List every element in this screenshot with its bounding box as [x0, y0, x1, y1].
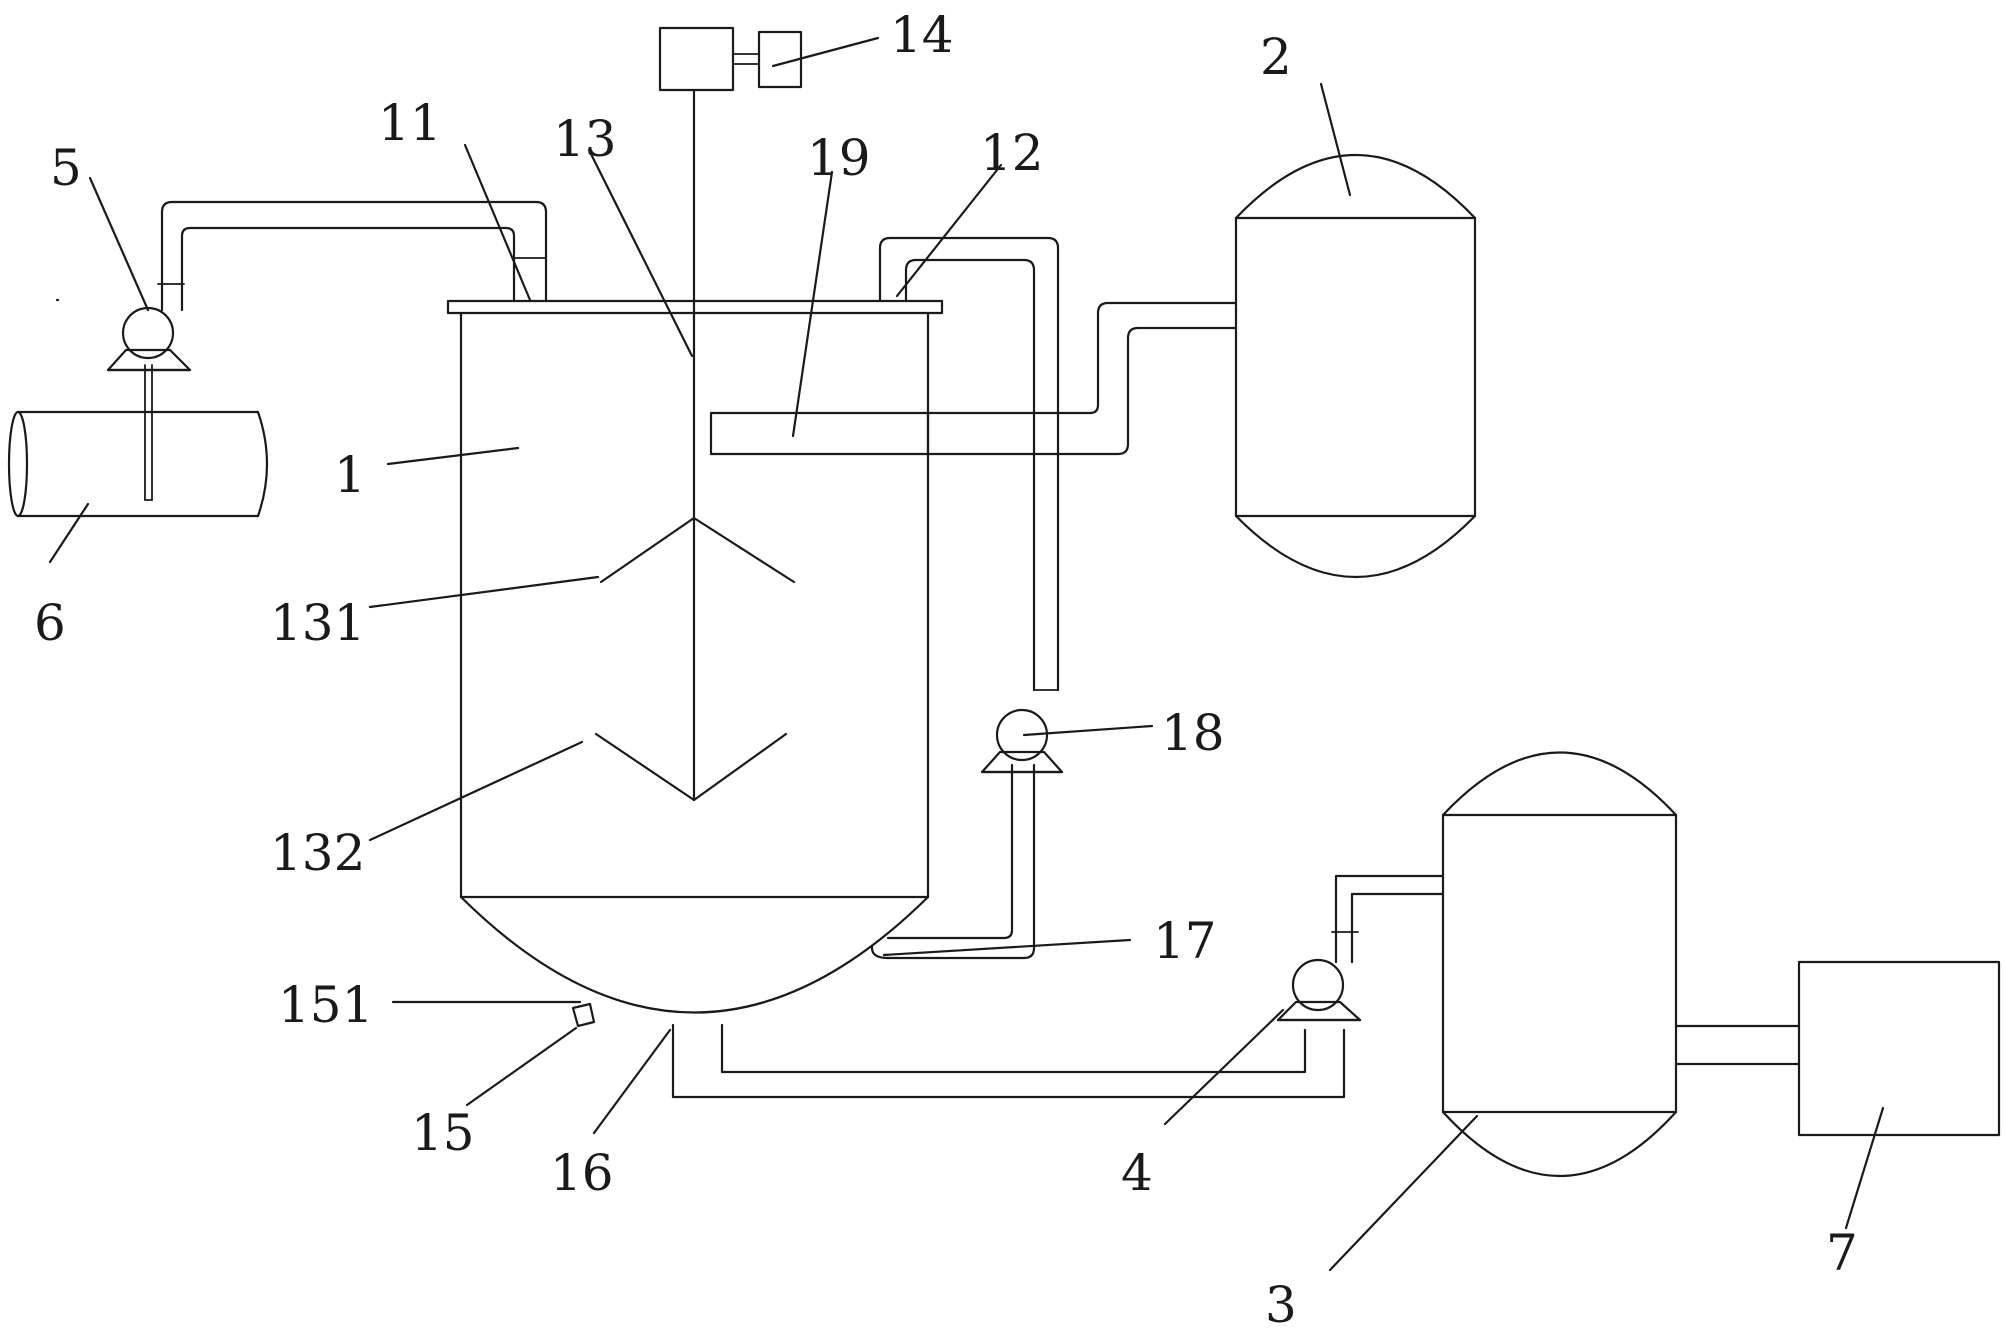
- label-5: 5: [50, 139, 82, 197]
- storage-tank-3: [1441, 751, 1678, 1178]
- label-6: 6: [34, 594, 66, 652]
- label-15: 15: [411, 1104, 475, 1162]
- label-14: 14: [890, 6, 954, 64]
- label-2: 2: [1260, 28, 1292, 86]
- sampling-valve: [571, 1002, 596, 1028]
- pipe-to-tank-2: [926, 301, 1238, 456]
- storage-tank-2: [1234, 153, 1477, 579]
- tank-bottom-head: [459, 895, 930, 1014]
- feed-pipe-6: [7, 364, 269, 518]
- label-4: 4: [1121, 1144, 1153, 1202]
- label-132: 132: [270, 824, 365, 882]
- label-19: 19: [807, 129, 871, 187]
- label-3: 3: [1265, 1276, 1297, 1334]
- lower-paddle: [594, 732, 788, 802]
- pipe-to-tank-3: [1334, 874, 1445, 964]
- label-18: 18: [1161, 704, 1225, 762]
- discharge-pipe-16: [671, 1023, 1346, 1099]
- label-11: 11: [378, 94, 442, 152]
- label-17: 17: [1153, 912, 1217, 970]
- label-7: 7: [1826, 1224, 1858, 1282]
- upper-paddle: [599, 516, 796, 584]
- label-1: 1: [334, 446, 366, 504]
- label-151: 151: [278, 976, 373, 1034]
- pipe-inlet-11: [160, 200, 548, 312]
- leader-lines: [48, 36, 1885, 1272]
- pump-5: [106, 283, 192, 372]
- pump-4: [1276, 931, 1362, 1022]
- distributor-pipe: [709, 411, 930, 456]
- label-16: 16: [550, 1144, 614, 1202]
- label-13: 13: [553, 110, 617, 168]
- device-box-7: [1797, 960, 2001, 1137]
- pump-18: [980, 708, 1064, 774]
- part-labels: 1 2 3 4 5 6 7 11 12 13 14 15 16 17 18 19…: [34, 6, 1858, 1334]
- motor-box: [658, 26, 735, 92]
- label-12: 12: [980, 124, 1044, 182]
- circulation-loop: [870, 236, 1060, 960]
- agitator: [594, 26, 803, 802]
- label-131: 131: [270, 594, 365, 652]
